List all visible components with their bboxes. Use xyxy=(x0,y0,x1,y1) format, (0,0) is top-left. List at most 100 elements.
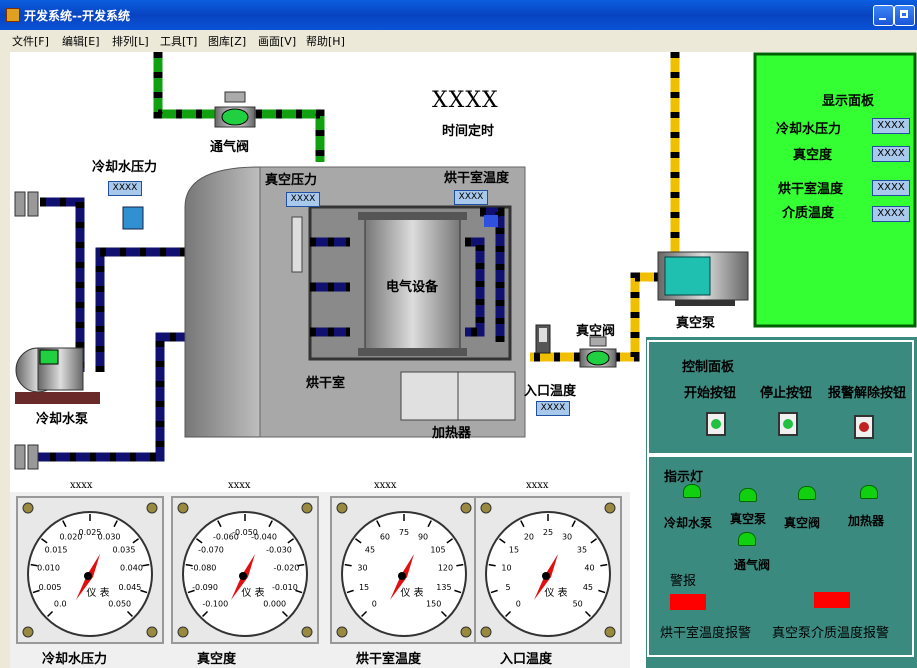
vacuum-valve-label: 真空阀 xyxy=(576,324,616,339)
menu-tools[interactable]: 工具[T] xyxy=(160,35,198,48)
restore-button[interactable] xyxy=(894,5,915,26)
start-button[interactable] xyxy=(706,412,726,436)
gauge-tick-label: 0.0 xyxy=(54,600,67,609)
gauge-tick xyxy=(32,589,40,594)
gauge-tick xyxy=(30,563,38,567)
electric-label: 电气设备 xyxy=(386,280,439,295)
gauge-tick xyxy=(499,538,506,544)
gauge-tick-label: 0.005 xyxy=(39,583,62,592)
vacuum-pump[interactable] xyxy=(657,251,749,306)
gauge-tick-label: 0.050 xyxy=(108,600,131,609)
stop-button[interactable] xyxy=(778,412,798,436)
gauge-tick-label: -0.050 xyxy=(232,528,258,537)
gauge-tick xyxy=(346,589,354,594)
gauge-center-label: 仪 表 xyxy=(544,586,567,599)
gauge-3-value: xxxx xyxy=(526,480,549,491)
medium-temp-alarm-lamp xyxy=(814,592,850,608)
dry-temp-value: XXXX xyxy=(454,190,488,205)
menu-help[interactable]: 帮助[H] xyxy=(306,35,345,48)
top-value: XXXX xyxy=(432,88,499,113)
gauge-tick-label: -0.010 xyxy=(272,583,298,592)
gauge-tick xyxy=(440,610,447,617)
vent-valve-label: 通气阀 xyxy=(210,140,250,155)
light-heater-label: 加热器 xyxy=(848,514,885,528)
gauge-tick-label: 10 xyxy=(501,563,511,572)
gauge-tick xyxy=(41,538,48,544)
gauge-center-label: 仪 表 xyxy=(86,586,109,599)
gauge-2-label: 烘干室温度 xyxy=(356,652,422,667)
gauge-tick xyxy=(287,538,294,544)
light-vent-valve-label: 通气阀 xyxy=(734,558,771,572)
vacuum-pipe xyxy=(530,52,680,362)
light-vacuum-pump-label: 真空泵 xyxy=(730,512,767,526)
gauge-tick xyxy=(295,589,303,594)
gauge-tick-label: 0.025 xyxy=(79,528,102,537)
gauge-tick-label: -0.090 xyxy=(192,583,218,592)
gauge-tick-label: 20 xyxy=(524,533,534,542)
gauge-tick-label: 0.035 xyxy=(113,545,136,554)
hmi-canvas: XXXX 时间定时 通气阀 冷却水压力 XXXX 真空压力 XXXX 烘干室温度… xyxy=(10,52,917,668)
gauge-tick-label: 75 xyxy=(399,528,409,537)
menu-edit[interactable]: 编辑[E] xyxy=(62,35,100,48)
light-cw-pump-label: 冷却水泵 xyxy=(664,516,713,530)
timer-label: 时间定时 xyxy=(442,124,495,139)
indicator-title: 指示灯 xyxy=(664,470,704,485)
gauge-center-label: 仪 表 xyxy=(241,586,264,599)
menu-arrange[interactable]: 排列[L] xyxy=(112,35,149,48)
gauge-1-label: 真空度 xyxy=(197,652,237,667)
gauge-tick xyxy=(590,538,597,544)
title-bar: 开发系统--开发系统 xyxy=(0,0,917,30)
alarm-reset-button[interactable] xyxy=(854,415,874,439)
gauge-tick xyxy=(598,589,606,594)
gauge-tick-label: 0.045 xyxy=(118,583,141,592)
gauge-tick-label: 25 xyxy=(543,528,553,537)
heater-label: 加热器 xyxy=(432,426,472,441)
gauge-tick xyxy=(185,563,193,567)
gauge-tick-label: -0.100 xyxy=(202,600,228,609)
window-title: 开发系统--开发系统 xyxy=(24,9,130,23)
gauge-tick-label: -0.040 xyxy=(251,533,277,542)
gauge-tick xyxy=(126,610,133,617)
gauge-tick xyxy=(217,520,222,528)
gauge-tick-label: 30 xyxy=(357,563,367,572)
cooling-pipe xyxy=(30,197,185,462)
gauge-0-label: 冷却水压力 xyxy=(42,652,108,667)
vacuum-pressure-label: 真空压力 xyxy=(265,173,318,188)
gauge-tick xyxy=(427,520,432,528)
gauge-tick-label: 0 xyxy=(372,600,377,609)
gauge-tick-label: -0.060 xyxy=(213,533,239,542)
menu-view[interactable]: 画面[V] xyxy=(258,35,297,48)
vent-valve[interactable] xyxy=(214,91,256,128)
vacuum-pump-label: 真空泵 xyxy=(676,316,716,331)
pressure-sensor xyxy=(122,206,144,230)
light-vacuum-pump xyxy=(739,488,757,502)
cw-pressure-label: 冷却水压力 xyxy=(92,160,158,175)
gauge-tick-label: 0.000 xyxy=(263,600,286,609)
menu-library[interactable]: 图库[Z] xyxy=(208,35,247,48)
gauge-tick-label: 50 xyxy=(573,600,583,609)
gauge-tick xyxy=(268,520,273,528)
gauge-tick xyxy=(446,538,453,544)
cooling-water-pump[interactable] xyxy=(15,347,100,404)
menu-file[interactable]: 文件[F] xyxy=(12,35,49,48)
gauge-tick-label: 0.015 xyxy=(45,545,68,554)
inlet-temp-sensor xyxy=(535,324,551,354)
gauge-tick xyxy=(355,538,362,544)
gauge-tick xyxy=(571,520,576,528)
gauge-tick-label: 0.020 xyxy=(59,533,82,542)
start-button-label: 开始按钮 xyxy=(684,386,737,401)
gauge-tick-label: 105 xyxy=(430,545,445,554)
light-vacuum-valve xyxy=(798,486,816,500)
gauge-hub xyxy=(398,572,406,580)
gauge-tick-label: 0.010 xyxy=(37,563,60,572)
gauge-tick xyxy=(297,563,305,567)
gauge-tick xyxy=(488,563,496,567)
menu-bar: 文件[F] 编辑[E] 排列[L] 工具[T] 图库[Z] 画面[V] 帮助[H… xyxy=(0,30,917,48)
alarm-reset-button-label: 报警解除按钮 xyxy=(828,386,907,401)
vacuum-valve[interactable] xyxy=(579,336,617,368)
gauge-tick-label: 0.030 xyxy=(98,533,121,542)
minimize-button[interactable] xyxy=(873,5,894,26)
